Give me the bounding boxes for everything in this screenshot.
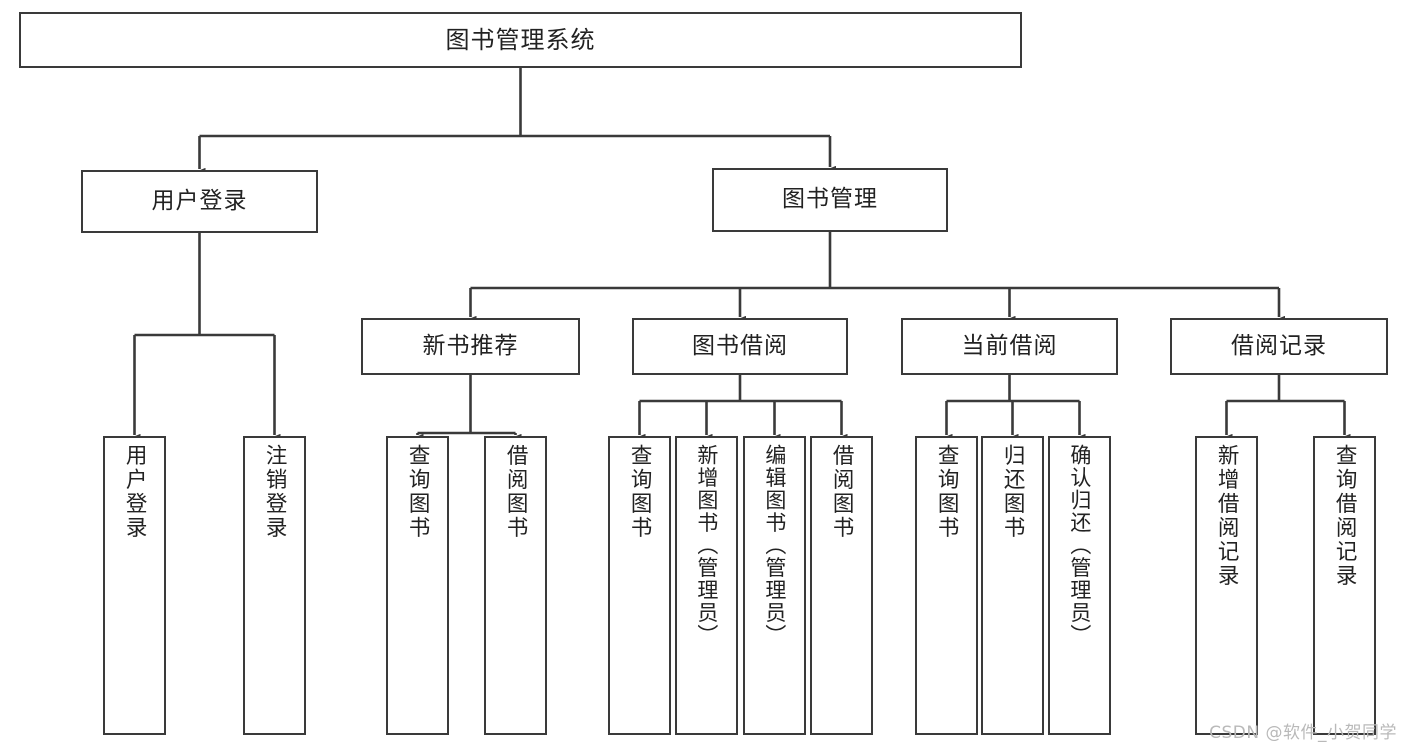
node-leaf-return-book-label: 归还图书: [1000, 444, 1026, 540]
node-leaf-query-book-3[interactable]: 查询图书: [915, 436, 978, 735]
node-leaf-return-book[interactable]: 归还图书: [981, 436, 1044, 735]
node-leaf-edit-book[interactable]: 编辑图书（管理员）: [743, 436, 806, 735]
node-leaf-query-record[interactable]: 查询借阅记录: [1313, 436, 1376, 735]
node-leaf-add-record-label: 新增借阅记录: [1214, 444, 1240, 588]
node-new-book-rec[interactable]: 新书推荐: [361, 318, 580, 375]
node-leaf-logout-label: 注销登录: [262, 444, 288, 540]
node-leaf-borrow-book-1-label: 借阅图书: [503, 444, 529, 540]
node-book-manage[interactable]: 图书管理: [712, 168, 948, 232]
node-book-manage-label: 图书管理: [782, 186, 878, 213]
node-leaf-query-book-2-label: 查询图书: [627, 444, 653, 540]
node-leaf-user-login-label: 用户登录: [122, 444, 148, 540]
csdn-watermark: CSDN @软件_小贺同学: [1209, 723, 1397, 743]
node-root[interactable]: 图书管理系统: [19, 12, 1022, 68]
node-borrow-record-label: 借阅记录: [1231, 332, 1327, 359]
node-leaf-confirm-return[interactable]: 确认归还（管理员）: [1048, 436, 1111, 735]
node-leaf-borrow-book-2[interactable]: 借阅图书: [810, 436, 873, 735]
node-leaf-user-login[interactable]: 用户登录: [103, 436, 166, 735]
node-leaf-query-book-1[interactable]: 查询图书: [386, 436, 449, 735]
node-user-login[interactable]: 用户登录: [81, 170, 318, 233]
node-new-book-rec-label: 新书推荐: [422, 332, 519, 359]
node-leaf-query-book-3-label: 查询图书: [934, 444, 960, 540]
node-leaf-add-record[interactable]: 新增借阅记录: [1195, 436, 1258, 735]
connector-edges: [128, 68, 1351, 444]
node-current-borrow-label: 当前借阅: [961, 332, 1058, 359]
node-borrow-record[interactable]: 借阅记录: [1170, 318, 1388, 375]
node-leaf-edit-book-label: 编辑图书（管理员）: [762, 444, 787, 647]
node-book-borrow-label: 图书借阅: [692, 332, 788, 359]
node-leaf-query-book-1-label: 查询图书: [405, 444, 431, 540]
node-user-login-label: 用户登录: [151, 187, 248, 214]
node-book-borrow[interactable]: 图书借阅: [632, 318, 848, 375]
node-leaf-confirm-return-label: 确认归还（管理员）: [1067, 444, 1092, 647]
node-leaf-add-book-label: 新增图书（管理员）: [694, 444, 719, 647]
node-leaf-add-book[interactable]: 新增图书（管理员）: [675, 436, 738, 735]
node-leaf-query-book-2[interactable]: 查询图书: [608, 436, 671, 735]
node-leaf-borrow-book-2-label: 借阅图书: [829, 444, 855, 540]
node-leaf-logout[interactable]: 注销登录: [243, 436, 306, 735]
node-root-label: 图书管理系统: [445, 25, 596, 54]
node-current-borrow[interactable]: 当前借阅: [901, 318, 1118, 375]
node-leaf-borrow-book-1[interactable]: 借阅图书: [484, 436, 547, 735]
node-leaf-query-record-label: 查询借阅记录: [1332, 444, 1358, 588]
